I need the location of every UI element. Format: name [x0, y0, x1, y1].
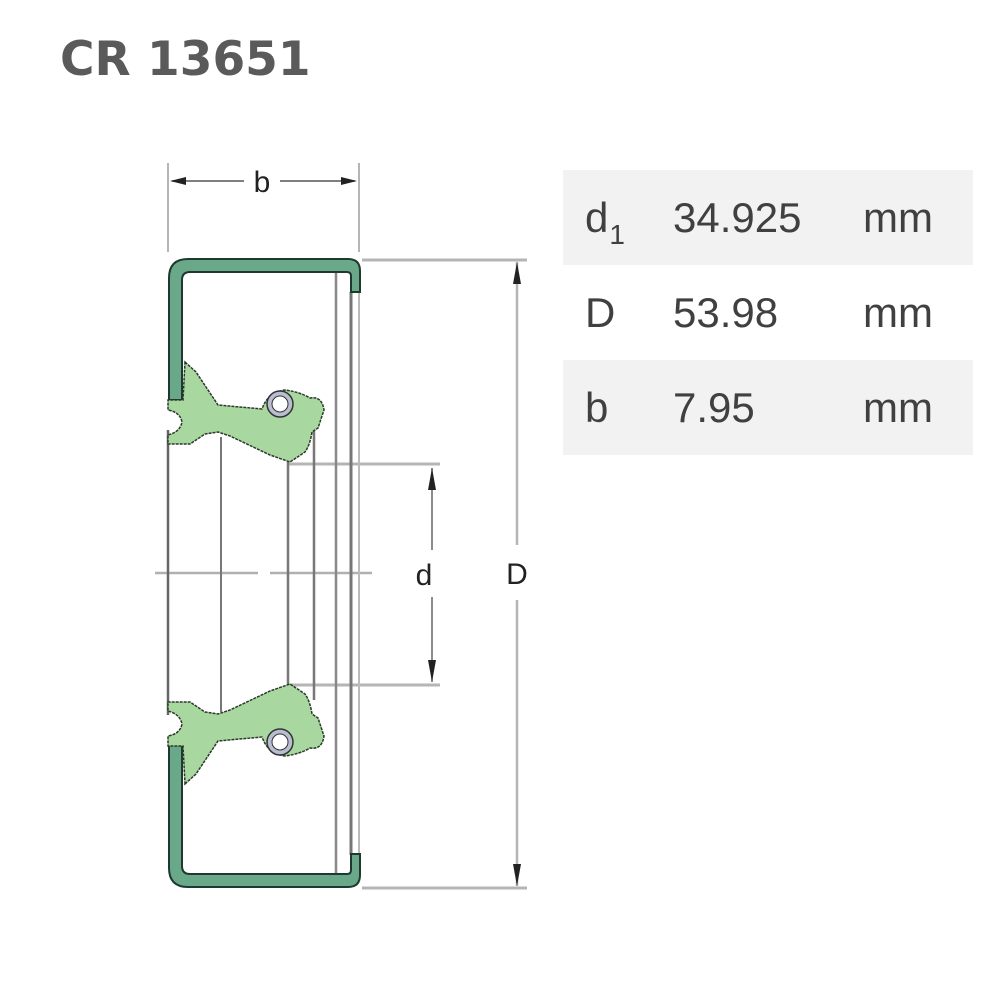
D-arrow-bottom: [513, 864, 521, 886]
d-dimension-label: d: [416, 559, 433, 592]
symbol-text: D: [585, 288, 616, 336]
spec-value: 53.98: [673, 288, 779, 336]
spec-symbol: b: [563, 360, 673, 455]
spec-unit: mm: [863, 193, 933, 241]
rubber-lip-top: [167, 360, 325, 463]
d-arrow-top: [428, 468, 436, 490]
d-arrow-bottom: [428, 660, 436, 682]
b-arrow-right: [341, 177, 357, 185]
spec-row-D: D 53.98 mm: [563, 265, 973, 360]
spec-symbol: d1: [563, 170, 673, 265]
D-dimension-label: D: [506, 558, 528, 591]
metal-case-top: [168, 258, 361, 401]
D-arrow-top: [513, 262, 521, 284]
b-dimension-label: b: [254, 166, 271, 199]
symbol-subscript: 1: [609, 218, 625, 250]
rubber-lip-bottom: [167, 683, 325, 786]
spec-value: 7.95: [673, 383, 755, 431]
spec-unit: mm: [863, 288, 933, 336]
spec-value: 34.925: [673, 193, 802, 241]
product-title: CR 13651: [60, 32, 311, 87]
dimensions-table: d1 34.925 mm D 53.98 mm b 7.95 mm: [563, 170, 973, 455]
b-arrow-left: [170, 177, 186, 185]
spec-row-d1: d1 34.925 mm: [563, 170, 973, 265]
symbol-text: d: [585, 193, 609, 241]
spec-unit: mm: [863, 383, 933, 431]
metal-case-bottom: [168, 744, 361, 888]
spec-symbol: D: [563, 265, 673, 360]
spec-row-b: b 7.95 mm: [563, 360, 973, 455]
symbol-text: b: [585, 383, 609, 431]
